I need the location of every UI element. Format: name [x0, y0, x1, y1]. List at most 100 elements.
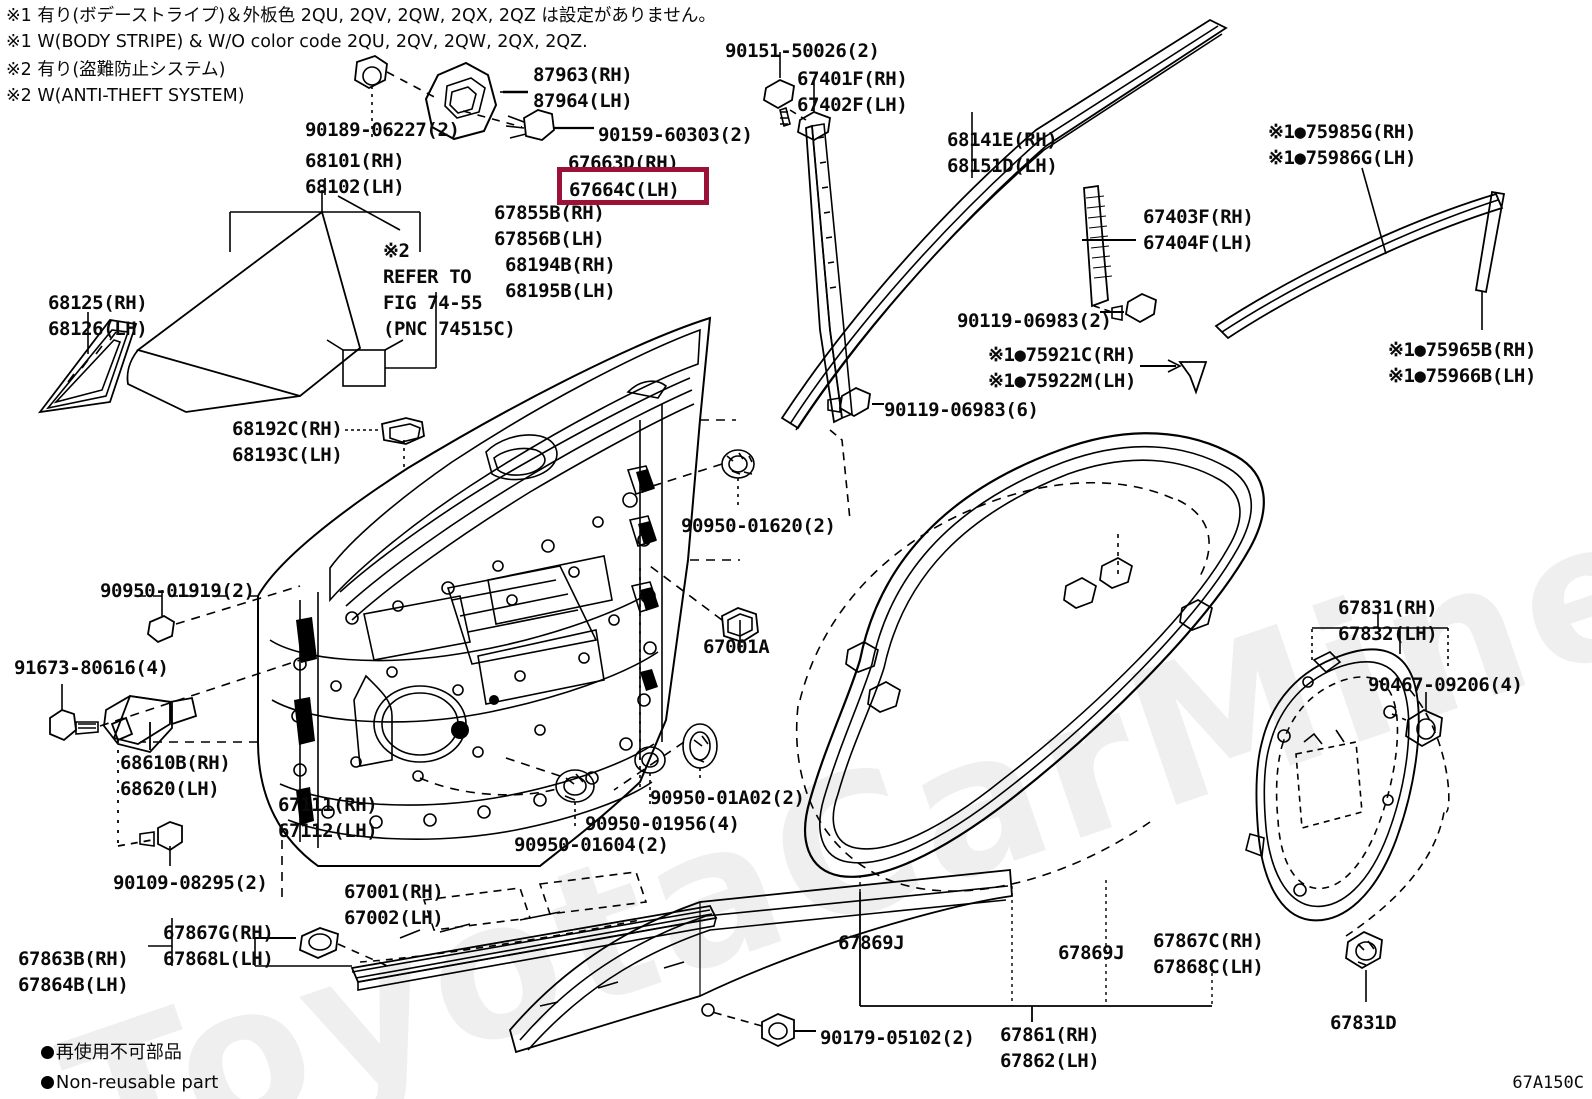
- part-label-line: ※1●75986G(LH): [1268, 147, 1416, 169]
- part-label-75985[interactable]: ※1●75985G(RH) ※1●75986G(LH): [1268, 119, 1416, 171]
- part-label-67111[interactable]: 67111(RH) 67112(LH): [278, 792, 378, 844]
- part-label-line: 67831(RH): [1338, 597, 1438, 619]
- part-label-line: 90950-01A02(2): [650, 787, 805, 809]
- part-label-90950-01919[interactable]: 90950-01919(2): [100, 578, 255, 604]
- part-label-90950-01A02[interactable]: 90950-01A02(2): [650, 785, 805, 811]
- part-label-line: 91673-80616(4): [14, 657, 169, 679]
- part-label-line: 68620(LH): [120, 778, 220, 800]
- part-label-line: 90950-01604(2): [514, 834, 669, 856]
- part-label-line: 67869J: [838, 932, 905, 954]
- part-label-90109[interactable]: 90109-08295(2): [113, 870, 268, 896]
- part-label-90950-01604[interactable]: 90950-01604(2): [514, 832, 669, 858]
- highlighted-part-box[interactable]: 67664C(LH): [557, 167, 709, 205]
- part-label-line: 67832(LH): [1338, 623, 1438, 645]
- part-label-90189[interactable]: 90189-06227(2): [305, 117, 460, 143]
- part-label-67861[interactable]: 67861(RH) 67862(LH): [1000, 1022, 1100, 1074]
- part-label-line: 67867G(RH): [163, 922, 274, 944]
- figure-code: 67A150C: [1512, 1073, 1584, 1093]
- part-label-line: 67404F(LH): [1143, 232, 1254, 254]
- part-label-line: 90109-08295(2): [113, 872, 268, 894]
- part-label-67863[interactable]: 67863B(RH) 67864B(LH): [18, 946, 129, 998]
- part-label-line: 90950-01620(2): [681, 515, 836, 537]
- part-label-67001[interactable]: 67001(RH) 67002(LH): [344, 879, 444, 931]
- part-label-68192[interactable]: 68192C(RH)68193C(LH): [232, 416, 343, 468]
- part-label-90151[interactable]: 90151-50026(2): [725, 38, 880, 64]
- part-label-line: 68151D(LH): [947, 155, 1058, 177]
- part-label-68610[interactable]: 68610B(RH) 68620(LH): [120, 750, 231, 802]
- part-label-67855[interactable]: 67855B(RH) 67856B(LH): [494, 200, 605, 252]
- part-label-90119b[interactable]: 90119-06983(6): [884, 397, 1039, 423]
- part-label-line: 67864B(LH): [18, 974, 129, 996]
- part-label-line: 67403F(RH): [1143, 206, 1254, 228]
- part-label-75965[interactable]: ※1●75965B(RH)※1●75966B(LH): [1388, 337, 1536, 389]
- watermark-text: ToyotaCarMine.ru: [40, 363, 1592, 1099]
- part-label-line: 67001A: [703, 636, 770, 658]
- part-label-line: 67831D: [1330, 1012, 1397, 1034]
- part-label-line: 67868C(LH): [1153, 956, 1264, 978]
- part-label-90950-01956[interactable]: 90950-01956(4): [585, 811, 740, 837]
- part-label-line: 67861(RH): [1000, 1024, 1100, 1046]
- part-label-line: 67855B(RH): [494, 202, 605, 224]
- part-label-line: 67869J: [1058, 942, 1125, 964]
- part-label-line: 68194B(RH): [505, 254, 616, 276]
- part-label-line: 68125(RH): [48, 292, 148, 314]
- note-line-4: ※2 W(ANTI-THEFT SYSTEM): [6, 86, 245, 106]
- note-line-2: ※1 W(BODY STRIPE) & W/O color code 2QU, …: [6, 32, 588, 52]
- legend-label-ja: 再使用不可部品: [55, 1042, 182, 1063]
- part-label-line: 68195B(LH): [505, 280, 616, 302]
- part-label-67001A[interactable]: 67001A: [703, 634, 770, 660]
- part-label-line: 67002(LH): [344, 907, 444, 929]
- part-label-68141[interactable]: 68141E(RH)68151D(LH): [947, 127, 1058, 179]
- filled-circle-icon-2: [40, 1076, 54, 1089]
- part-label-line: 67856B(LH): [494, 228, 605, 250]
- part-label-line: 67868L(LH): [163, 948, 274, 970]
- part-label-67831[interactable]: 67831(RH) 67832(LH): [1338, 595, 1438, 647]
- part-label-line: 67863B(RH): [18, 948, 129, 970]
- part-label-line: FIG 74-55: [383, 292, 483, 314]
- legend-non-reusable-ja: 再使用不可部品: [16, 1012, 182, 1093]
- part-label-87963[interactable]: 87963(RH)87964(LH): [533, 62, 633, 114]
- part-label-67869a[interactable]: 67869J: [838, 930, 905, 956]
- part-label-91673[interactable]: 91673-80616(4): [14, 655, 169, 681]
- part-label-90467[interactable]: 90467-09206(4): [1368, 672, 1523, 698]
- part-label-67869b[interactable]: 67869J: [1058, 940, 1125, 966]
- part-label-line: 68610B(RH): [120, 752, 231, 774]
- part-label-75921[interactable]: ※1●75921C(RH)※1●75922M(LH): [988, 342, 1136, 394]
- part-label-line: 67111(RH): [278, 794, 378, 816]
- part-label-line: 67401F(RH): [797, 68, 908, 90]
- part-label-90179[interactable]: 90179-05102(2): [820, 1025, 975, 1051]
- part-label-line: 90179-05102(2): [820, 1027, 975, 1049]
- part-label-67403[interactable]: 67403F(RH) 67404F(LH): [1143, 204, 1254, 256]
- part-label-line: ※2: [383, 240, 410, 262]
- part-label-line: ※1●75985G(RH): [1268, 121, 1416, 143]
- part-label-line: 67402F(LH): [797, 94, 908, 116]
- part-label-line: 68101(RH): [305, 150, 405, 172]
- part-label-67867G[interactable]: 67867G(RH) 67868L(LH): [163, 920, 274, 972]
- part-label-68101[interactable]: 68101(RH)68102(LH): [305, 148, 405, 200]
- part-label-90119a[interactable]: 90119-06983(2): [957, 308, 1112, 334]
- part-label-line: ※1●75921C(RH): [988, 344, 1136, 366]
- part-label-line: ※1●75965B(RH): [1388, 339, 1536, 361]
- part-label-67401[interactable]: 67401F(RH) 67402F(LH): [797, 66, 908, 118]
- part-label-line: 90119-06983(6): [884, 399, 1039, 421]
- part-label-67867C[interactable]: 67867C(RH)67868C(LH): [1153, 928, 1264, 980]
- part-label-90159[interactable]: 90159-60303(2): [598, 122, 753, 148]
- note-line-1: ※1 有り(ボデーストライプ)＆外板色 2QU, 2QV, 2QW, 2QX, …: [6, 6, 716, 26]
- part-label-line: 90950-01919(2): [100, 580, 255, 602]
- part-label-line: 67112(LH): [278, 820, 378, 842]
- part-label-line: REFER TO: [383, 266, 472, 288]
- filled-circle-icon: [40, 1046, 54, 1059]
- note-line-3: ※2 有り(盗難防止システム): [6, 60, 226, 80]
- part-label-line: 90950-01956(4): [585, 813, 740, 835]
- part-label-67831D[interactable]: 67831D: [1330, 1010, 1397, 1036]
- part-label-68194[interactable]: 68194B(RH) 68195B(LH): [505, 252, 616, 304]
- part-label-line: 67001(RH): [344, 881, 444, 903]
- part-label-line: 90189-06227(2): [305, 119, 460, 141]
- part-label-68125[interactable]: 68125(RH)68126(LH): [48, 290, 148, 342]
- part-label-line: 67862(LH): [1000, 1050, 1100, 1072]
- highlighted-part-label: 67664C(LH): [569, 179, 680, 201]
- legend-label-en: Non-reusable part: [55, 1072, 219, 1093]
- part-label-90950-01620[interactable]: 90950-01620(2): [681, 513, 836, 539]
